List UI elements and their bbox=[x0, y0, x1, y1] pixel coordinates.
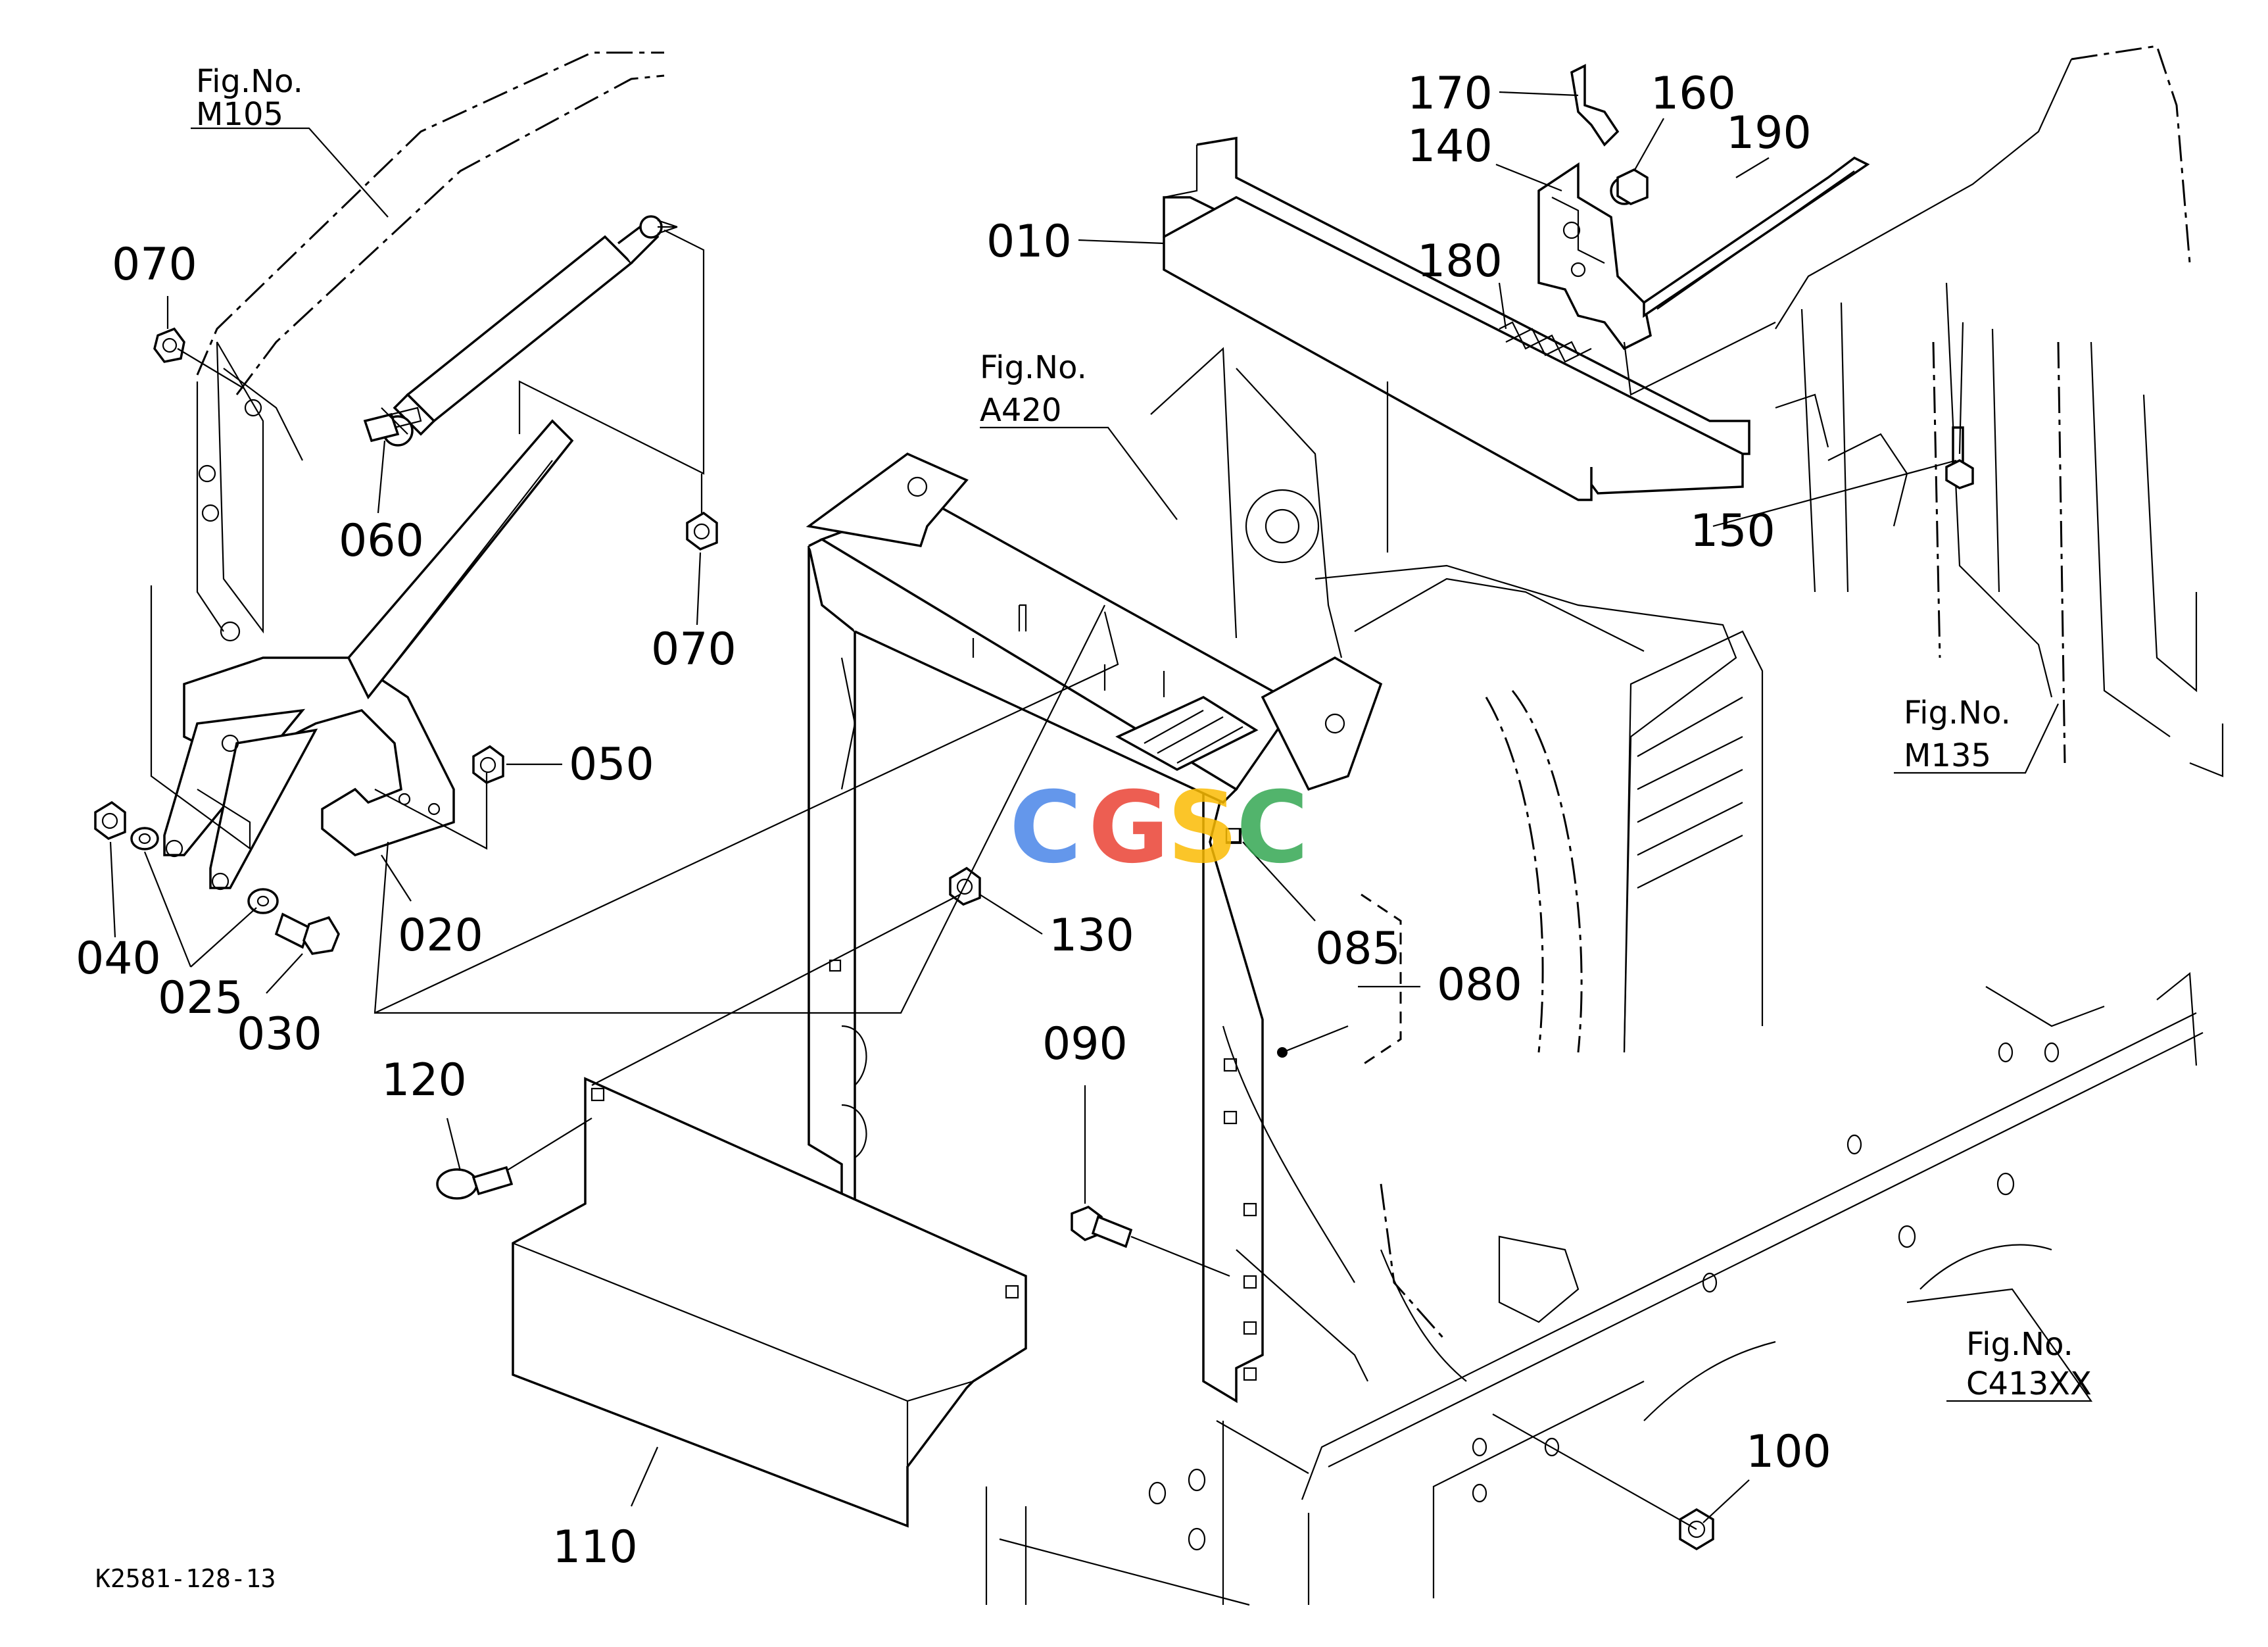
watermark: C G S C bbox=[1009, 771, 1309, 885]
part-label-060: 060 bbox=[339, 515, 424, 567]
fasteners bbox=[94, 168, 1974, 1551]
part-label-160: 160 bbox=[1651, 68, 1736, 120]
part-010-bar bbox=[1163, 136, 1750, 501]
watermark-letter-3: S bbox=[1167, 771, 1238, 885]
fig-ref-c413xx: Fig.No. C413XX bbox=[1966, 1326, 2092, 1402]
part-110-cover bbox=[512, 1077, 1027, 1528]
part-label-050: 050 bbox=[569, 739, 654, 791]
part-label-120: 120 bbox=[381, 1054, 467, 1106]
part-label-170: 170 bbox=[1407, 68, 1493, 120]
part-label-130: 130 bbox=[1049, 910, 1134, 962]
part-label-025: 025 bbox=[158, 972, 243, 1024]
loader-arm-outline bbox=[196, 51, 665, 642]
radiator-support-frame bbox=[806, 452, 1383, 1404]
fig-ref-m105-bottom: M105 bbox=[196, 96, 283, 133]
part-label-100: 100 bbox=[1746, 1426, 1831, 1478]
fig-ref-c413xx-bottom: C413XX bbox=[1966, 1365, 2092, 1402]
watermark-letter-2: G bbox=[1088, 771, 1169, 885]
watermark-letter-1: C bbox=[1009, 771, 1082, 885]
fig-ref-m135-top: Fig.No. bbox=[1904, 695, 2011, 731]
part-label-140: 140 bbox=[1407, 120, 1493, 172]
radiator-frame bbox=[1150, 347, 1764, 1053]
part-label-020: 020 bbox=[398, 910, 483, 962]
part-label-190: 190 bbox=[1726, 107, 1812, 159]
part-label-150: 150 bbox=[1690, 505, 1775, 557]
fig-ref-a420-bottom: A420 bbox=[980, 392, 1061, 429]
part-label-070-mid: 070 bbox=[651, 624, 736, 676]
fig-ref-m135: Fig.No. M135 bbox=[1904, 695, 2011, 774]
part-label-085: 085 bbox=[1315, 923, 1401, 975]
part-label-040: 040 bbox=[76, 933, 161, 985]
watermark-letter-4: C bbox=[1236, 771, 1309, 885]
fender-structure bbox=[1775, 45, 2224, 777]
figure-code: K2581-128-13 bbox=[95, 1564, 276, 1593]
part-label-110: 110 bbox=[552, 1521, 638, 1573]
leader-lines bbox=[109, 91, 2093, 1523]
part-020-bracket bbox=[163, 419, 574, 891]
part-label-180: 180 bbox=[1417, 235, 1503, 287]
part-label-070-top: 070 bbox=[112, 239, 197, 291]
part-label-010: 010 bbox=[986, 216, 1072, 268]
part-label-030: 030 bbox=[237, 1008, 322, 1060]
fig-ref-m105: Fig.No. M105 bbox=[196, 63, 303, 133]
fig-ref-m135-bottom: M135 bbox=[1904, 737, 1991, 774]
part-gas-strut bbox=[382, 215, 678, 447]
fig-ref-c413xx-top: Fig.No. bbox=[1966, 1326, 2073, 1363]
part-labels: 070 060 070 050 020 040 025 030 120 130 … bbox=[76, 68, 1831, 1573]
fig-ref-a420-top: Fig.No. bbox=[980, 349, 1087, 386]
part-label-080: 080 bbox=[1437, 959, 1522, 1011]
part-label-090: 090 bbox=[1042, 1018, 1128, 1070]
fig-ref-m105-top: Fig.No. bbox=[196, 63, 303, 100]
main-frame bbox=[985, 971, 2204, 1606]
assembly-lines bbox=[150, 230, 1964, 1530]
fig-ref-a420: Fig.No. A420 bbox=[980, 349, 1087, 429]
